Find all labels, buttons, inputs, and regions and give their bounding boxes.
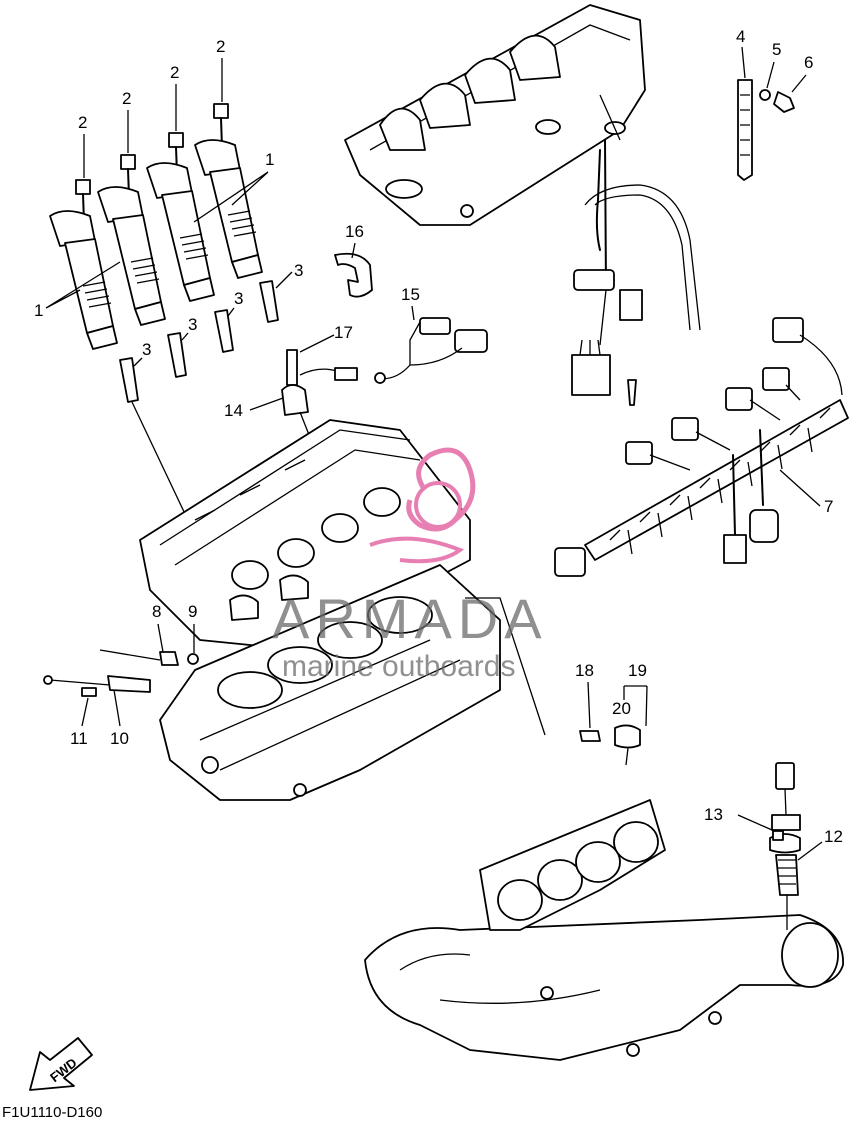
callout-label: 17 <box>334 323 353 342</box>
cylinder-block <box>159 564 501 801</box>
callout-label: 3 <box>188 315 197 334</box>
callout-label: 2 <box>216 37 225 56</box>
wire-harness <box>554 317 849 577</box>
callout-label: 4 <box>736 27 745 46</box>
callout-label: 15 <box>401 285 420 304</box>
spark-plugs <box>119 280 279 536</box>
callout-label: 18 <box>575 661 594 680</box>
watermark-tagline: marine outboards <box>282 650 515 683</box>
callout-label: 9 <box>188 602 197 621</box>
callout-label: 6 <box>804 53 813 72</box>
callout-label: 2 <box>170 63 179 82</box>
callout-label: 16 <box>345 222 364 241</box>
callout-label: 13 <box>704 805 723 824</box>
callout-label: 3 <box>294 261 303 280</box>
cam-sensor <box>281 349 358 451</box>
clip-16 <box>334 252 373 298</box>
callout-label: 1 <box>265 150 274 169</box>
sensor-12-13 <box>769 762 801 930</box>
callout-label: 11 <box>70 729 88 748</box>
callout-label: 14 <box>224 401 243 420</box>
watermark-logo <box>369 447 476 564</box>
callout-label: 5 <box>772 40 781 59</box>
diagram-code: F1U1110-D160 <box>2 1104 103 1121</box>
exhaust-manifold <box>364 799 844 1061</box>
callout-label: 3 <box>142 340 151 359</box>
ignition-coils <box>49 139 263 350</box>
head-cover-upper <box>344 4 646 226</box>
sensors-18-20 <box>465 597 641 766</box>
callouts: 2 2 2 2 1 1 3 3 3 3 4 5 6 7 8 9 10 11 <box>34 27 843 861</box>
callout-label: 1 <box>34 301 43 320</box>
sensor-harness <box>571 139 701 406</box>
callout-label: 2 <box>122 89 131 108</box>
callout-label: 10 <box>110 729 129 748</box>
sensors-8-11 <box>43 649 199 697</box>
watermark: ARMADA marine outboards <box>272 447 548 683</box>
callout-label: 2 <box>78 113 87 132</box>
watermark-brand: ARMADA <box>272 587 548 650</box>
callout-label: 3 <box>234 289 243 308</box>
callout-label: 8 <box>152 602 161 621</box>
callout-label: 19 <box>628 661 647 680</box>
fwd-arrow-icon: FWD <box>29 1037 93 1091</box>
callout-label: 20 <box>612 699 631 718</box>
callout-label: 7 <box>824 497 833 516</box>
clamp-band <box>737 79 795 181</box>
callout-label: 12 <box>824 827 843 846</box>
sensor-15 <box>374 317 488 384</box>
